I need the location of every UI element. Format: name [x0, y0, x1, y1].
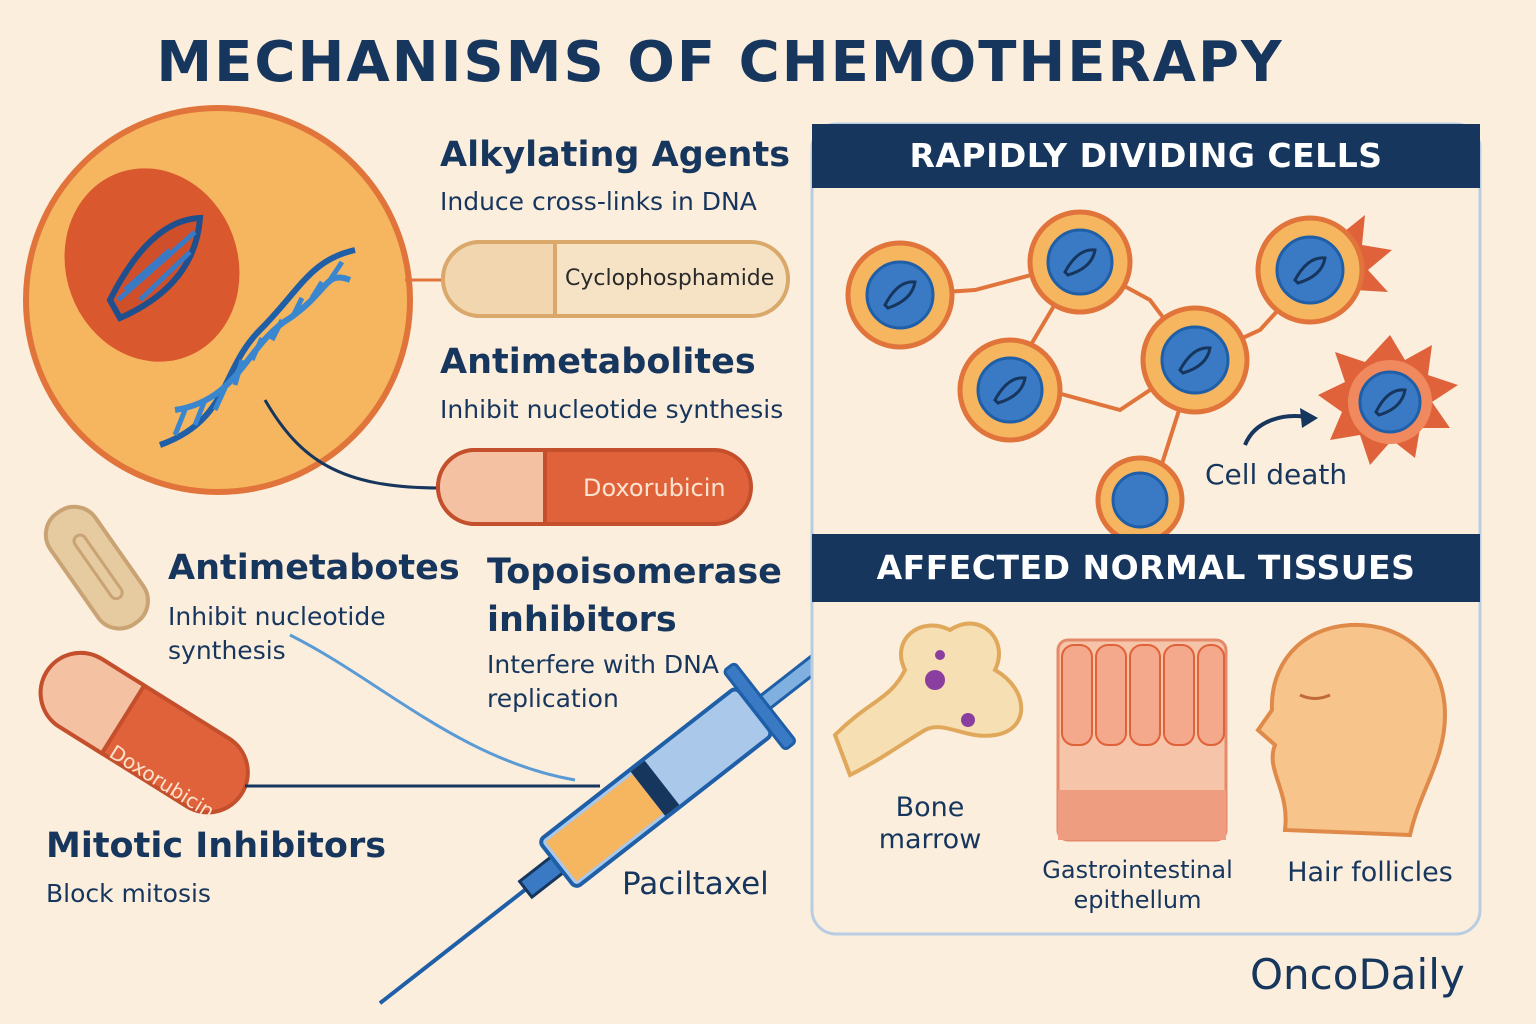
mitotic-description: Block mitosis	[46, 879, 211, 908]
cell-icon	[1027, 209, 1133, 315]
antimetabolites-heading: Antimetabolites	[440, 342, 756, 382]
paclitaxel-label: Paciltaxel	[622, 866, 769, 902]
cell-icon	[845, 240, 955, 350]
doxorubicin-label: Doxorubicin	[583, 474, 726, 502]
dna-helix-icon	[158, 247, 356, 448]
alkylating-heading: Alkylating Agents	[440, 135, 791, 175]
tissue-label-hair-follicles: Hair follicles	[1287, 857, 1453, 888]
cyclophosphamide-label: Cyclophosphamide	[565, 266, 775, 291]
epithelium-icon	[1056, 638, 1228, 842]
antimetabotes-description: Inhibit nucleotide synthesis	[168, 602, 386, 665]
brand-logo: OncoDaily	[1250, 950, 1465, 999]
topoisomerase-heading: Topoisomerase inhibitors	[487, 552, 782, 640]
dividing-cells-banner: RAPIDLY DIVIDING CELLS	[812, 124, 1480, 188]
topoisomerase-description: Interfere with DNA replication	[487, 650, 719, 713]
normal-tissues-banner: AFFECTED NORMAL TISSUES	[812, 534, 1480, 602]
antimetabotes-heading: Antimetabotes	[168, 548, 460, 588]
bone-icon	[832, 621, 1024, 778]
mitotic-heading: Mitotic Inhibitors	[46, 826, 387, 866]
arrow-head-icon	[1300, 408, 1318, 428]
cell-death-label: Cell death	[1205, 458, 1348, 491]
cell-icon	[1140, 305, 1250, 415]
connector-line	[289, 633, 576, 782]
tissue-label-bone-marrow: Bone marrow	[878, 792, 982, 855]
connector-line	[263, 399, 441, 490]
tan-pill-icon	[43, 504, 150, 631]
alkylating-description: Induce cross-links in DNA	[440, 187, 757, 216]
dying-cell-icon	[1318, 335, 1458, 465]
page-title: MECHANISMS OF CHEMOTHERAPY	[156, 30, 1284, 95]
cyclophosphamide-capsule-icon	[441, 240, 790, 318]
cell-icon	[1255, 215, 1392, 325]
dividing-cells-diagram	[845, 209, 1458, 545]
doxorubicin-pill-icon	[38, 650, 250, 815]
tissue-label-gi-epithelium: Gastrointestinal epithellum	[1042, 856, 1233, 914]
antimetabolites-description: Inhibit nucleotide synthesis	[440, 395, 784, 424]
cell-icon	[1095, 455, 1185, 545]
head-icon	[1255, 622, 1448, 838]
doxorubicin-capsule-icon	[436, 448, 753, 526]
cell-icon	[957, 337, 1063, 443]
cancer-cell-icon	[23, 105, 413, 495]
